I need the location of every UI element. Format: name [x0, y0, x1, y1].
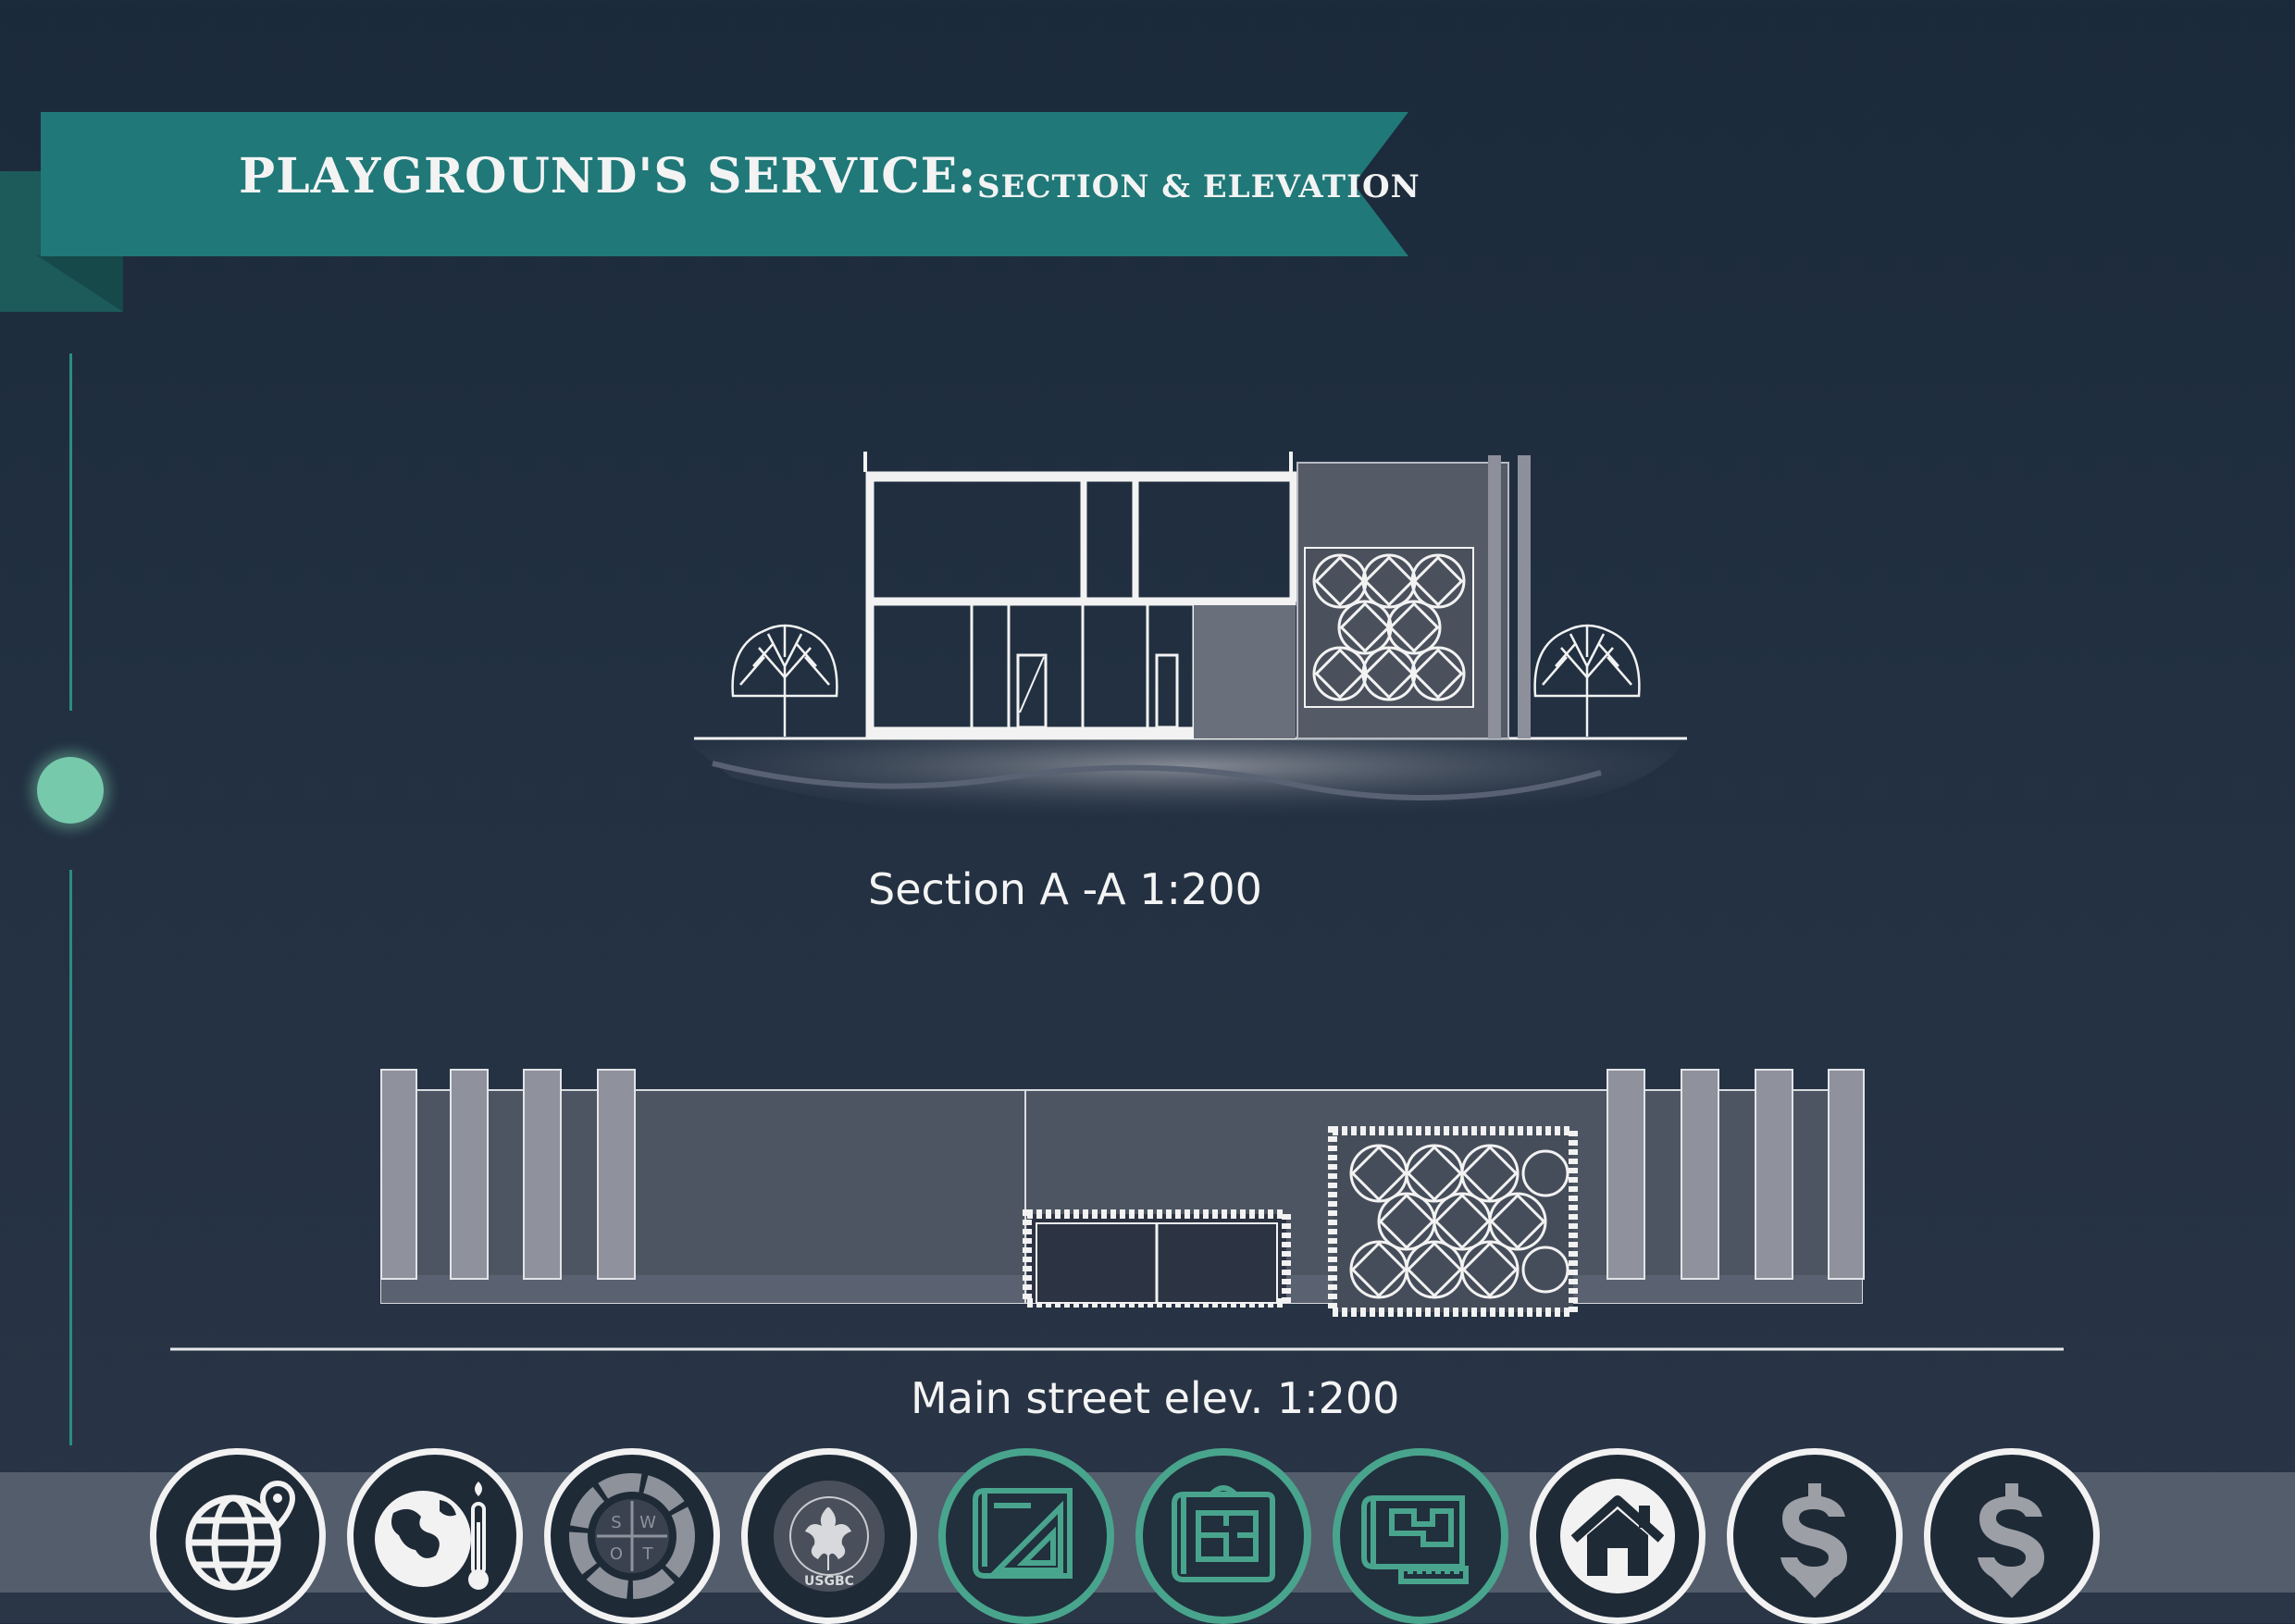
- svg-text:T: T: [642, 1544, 654, 1564]
- nav-drawings-2-button[interactable]: [1135, 1448, 1311, 1624]
- usgbc-icon: USGBC: [774, 1481, 885, 1592]
- dollar-down-icon: [1780, 1483, 1847, 1598]
- elevation-fins-right: [1606, 1069, 1865, 1280]
- blueprint-detail-icon: [1361, 1495, 1469, 1584]
- house-icon: [1560, 1479, 1675, 1593]
- elevation-door: [1023, 1209, 1291, 1308]
- page-subtitle: SECTION & ELEVATION: [977, 168, 1420, 205]
- page-title: PLAYGROUND'S SERVICE:: [239, 148, 977, 205]
- dollar-down-icon: [1978, 1483, 2044, 1598]
- tree-right: [1533, 624, 1641, 737]
- svg-text:USGBC: USGBC: [804, 1574, 854, 1589]
- nav-cost-2-button[interactable]: [1924, 1448, 2100, 1624]
- timeline-line-bottom: [69, 870, 72, 1445]
- nav-drawings-3-button[interactable]: [1333, 1448, 1508, 1624]
- svg-text:W: W: [639, 1513, 656, 1532]
- earth-thermometer-icon: [375, 1481, 489, 1590]
- nav-usgbc-button[interactable]: USGBC: [741, 1448, 917, 1624]
- section-drawing: [685, 452, 1687, 826]
- blueprint-ruler-icon: [973, 1488, 1073, 1579]
- elevation-caption: Main street elev. 1:200: [911, 1373, 1400, 1423]
- nav-cost-1-button[interactable]: [1727, 1448, 1903, 1624]
- banner-fold-shadow: [37, 255, 123, 312]
- timeline-line-top: [69, 353, 72, 711]
- svg-text:O: O: [610, 1544, 623, 1564]
- timeline-dot[interactable]: [37, 757, 104, 824]
- elevation-ornament-screen: [1328, 1126, 1578, 1317]
- globe-pin-icon: [185, 1480, 296, 1591]
- elevation-drawing: [170, 1069, 2064, 1351]
- nav-climate-button[interactable]: [347, 1448, 523, 1624]
- section-caption: Section A -A 1:200: [868, 864, 1262, 914]
- section-column-1: [1488, 455, 1501, 738]
- nav-house-button[interactable]: [1530, 1448, 1706, 1624]
- blueprint-plan-icon: [1172, 1485, 1275, 1582]
- section-ground: [685, 740, 1684, 826]
- ground-wave: [712, 761, 1602, 800]
- nav-drawings-1-button[interactable]: [938, 1448, 1114, 1624]
- section-ornament-screen: [1304, 547, 1474, 708]
- elevation-fins-left: [380, 1069, 636, 1280]
- tree-left: [731, 624, 838, 737]
- svg-text:S: S: [611, 1513, 621, 1532]
- section-side-wall: [1194, 605, 1296, 738]
- nav-site-location-button[interactable]: [150, 1448, 326, 1624]
- title-banner: [41, 112, 1408, 256]
- section-column-2: [1518, 455, 1531, 738]
